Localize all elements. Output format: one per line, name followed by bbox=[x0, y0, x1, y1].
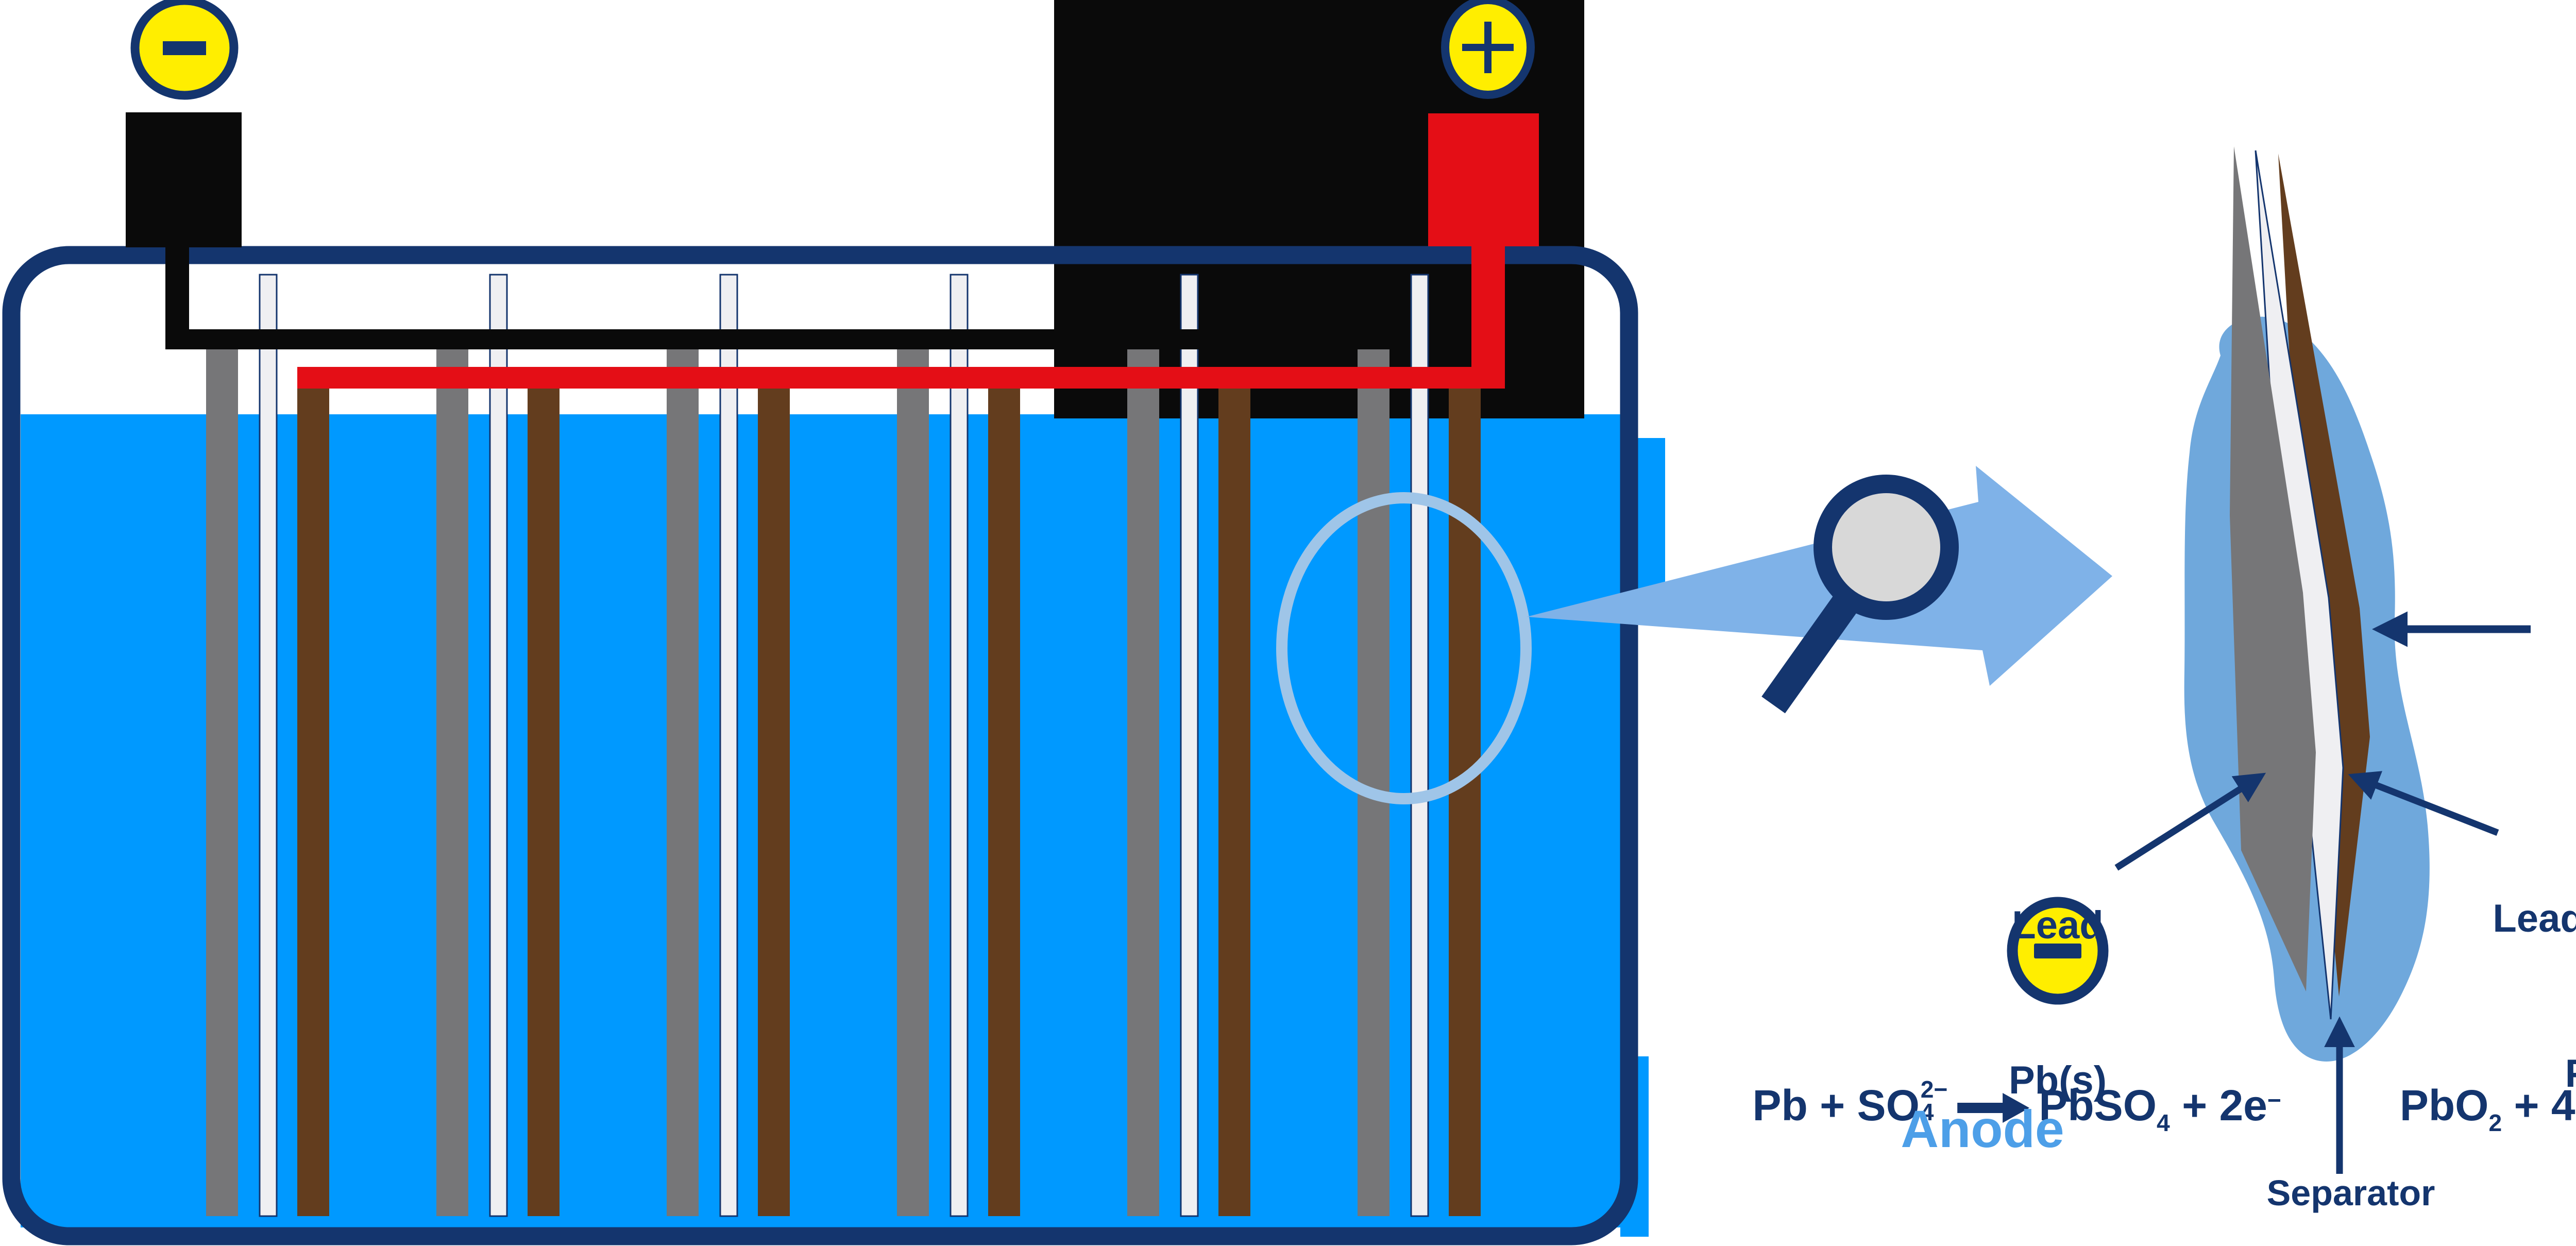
anode-material-label: Lead Pb(s) bbox=[2009, 796, 2107, 1210]
separator-plate bbox=[950, 274, 969, 1217]
magnifier-handle bbox=[1761, 589, 1861, 714]
negative-terminal-badge bbox=[130, 0, 239, 100]
anode-material-formula: Pb(s) bbox=[2009, 1058, 2107, 1102]
lead-plate bbox=[436, 349, 468, 1216]
lead-plate bbox=[1127, 349, 1159, 1216]
anode-badge bbox=[2007, 897, 2109, 1005]
separator-plate bbox=[489, 274, 508, 1217]
separator-plate bbox=[719, 274, 738, 1217]
battery-container bbox=[2, 246, 1638, 1245]
lead-oxide-plate bbox=[1218, 389, 1250, 1216]
lead-oxide-pointer-line bbox=[2348, 771, 2499, 836]
magnifier-lens-icon bbox=[1814, 475, 1959, 620]
lead-pointer-line bbox=[2114, 772, 2266, 871]
cathode-material-formula: PbO2(s) bbox=[2493, 1048, 2576, 1103]
positive-terminal-badge bbox=[1441, 0, 1535, 99]
separator-plates bbox=[259, 274, 1429, 1217]
cathode-half-equation: PbO2 + 4H+ + SO2−4 + 2e−PbSO4 + 2H2O bbox=[2399, 1081, 2576, 1136]
positive-terminal-post bbox=[1428, 113, 1539, 246]
lead-plate bbox=[667, 349, 699, 1216]
cathode-material-label: Lead (IV) Oxide PbO2(s) bbox=[2493, 789, 2576, 1206]
minus-icon bbox=[2034, 944, 2081, 958]
positive-wire-vertical bbox=[1471, 246, 1505, 367]
cathode-material-name: Lead (IV) Oxide bbox=[2493, 896, 2576, 940]
anode-title: Anode bbox=[1901, 1100, 2064, 1158]
separator-plate bbox=[259, 274, 278, 1217]
negative-bus-bar bbox=[165, 329, 1391, 349]
minus-icon bbox=[163, 41, 206, 55]
lead-plates bbox=[206, 349, 1389, 1216]
separator-plate bbox=[1180, 274, 1199, 1217]
positive-bus-bar bbox=[297, 367, 1505, 389]
electrolyte-label: H2SO4(aq) bbox=[2545, 606, 2576, 730]
anode-material-name: Lead bbox=[2012, 903, 2104, 947]
lead-oxide-plate bbox=[297, 389, 329, 1216]
lead-plate bbox=[1358, 349, 1389, 1216]
lead-plate bbox=[206, 349, 238, 1216]
electrolyte-liquid bbox=[21, 414, 1620, 1227]
separator-label: Separator bbox=[2266, 1173, 2435, 1213]
lead-oxide-plate bbox=[758, 389, 790, 1216]
lead-oxide-plate bbox=[528, 389, 560, 1216]
zoom-highlight-ring bbox=[1276, 492, 1532, 804]
plus-icon bbox=[1462, 22, 1514, 73]
reaction-arrow-icon bbox=[1957, 1093, 2030, 1123]
sulfate-charge-stack: 2−4 bbox=[1920, 1075, 1948, 1126]
lead-plate bbox=[897, 349, 929, 1216]
separator-plate bbox=[1410, 274, 1429, 1217]
lead-oxide-plate bbox=[988, 389, 1020, 1216]
negative-terminal-post bbox=[126, 112, 242, 247]
